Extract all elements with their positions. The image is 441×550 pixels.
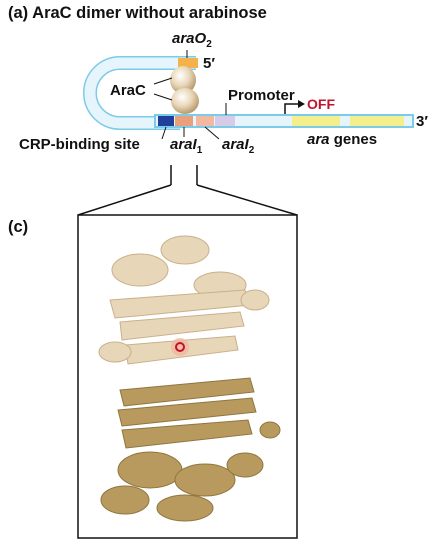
promoter-label: Promoter xyxy=(228,87,295,104)
crp-segment xyxy=(158,116,174,126)
aral1-label-main: araI xyxy=(170,136,197,153)
aral2-label-main: araI xyxy=(222,136,249,153)
off-label: OFF xyxy=(307,96,335,112)
panel-c-letter: (c) xyxy=(8,218,29,236)
crp-pointer xyxy=(161,126,167,140)
protein-top-domain xyxy=(98,235,270,365)
aral1-label-sub: 1 xyxy=(196,145,203,156)
panel-a-title-text: AraC dimer without arabinose xyxy=(32,4,267,22)
arac-pointer-bottom xyxy=(153,93,173,101)
crp-site-label: CRP-binding site xyxy=(19,136,140,153)
arac-dimer xyxy=(170,66,199,114)
aral1-label: araI1 xyxy=(170,136,203,156)
arac-pointer-top xyxy=(153,77,173,85)
araO2-segment xyxy=(178,58,198,68)
dna-loop xyxy=(83,56,196,130)
ara-genes-label-italic: ara xyxy=(307,131,330,148)
genes-segment-1 xyxy=(292,116,340,126)
genes-segment-2 xyxy=(350,116,404,126)
three-prime-label: 3′ xyxy=(416,113,428,130)
araO2-label-sub: 2 xyxy=(206,39,212,50)
dna-track xyxy=(154,114,414,128)
panel-a-title: (a) AraC dimer without arabinose xyxy=(8,4,267,23)
protein-structure xyxy=(98,235,281,522)
aral2-pointer xyxy=(204,126,220,140)
arac-label: AraC xyxy=(110,82,146,99)
aral2-segment xyxy=(196,116,214,126)
panel-a-letter: (a) xyxy=(8,4,29,22)
arabinose-site-marker xyxy=(171,338,189,356)
five-prime-label: 5′ xyxy=(203,55,215,72)
araO2-label: araO2 xyxy=(172,30,212,50)
aral1-segment xyxy=(175,116,193,126)
ara-genes-label-text: genes xyxy=(333,131,378,148)
zoom-bracket xyxy=(77,165,298,216)
promoter-segment xyxy=(215,116,235,126)
transcription-arrowhead xyxy=(298,100,305,108)
protein-bottom-domain xyxy=(100,377,281,522)
transcription-arrow xyxy=(284,103,298,114)
ara-genes-label: ara genes xyxy=(307,131,377,148)
aral2-label: araI2 xyxy=(222,136,255,156)
aral2-label-sub: 2 xyxy=(248,145,255,156)
araO2-label-main: araO xyxy=(172,30,207,47)
